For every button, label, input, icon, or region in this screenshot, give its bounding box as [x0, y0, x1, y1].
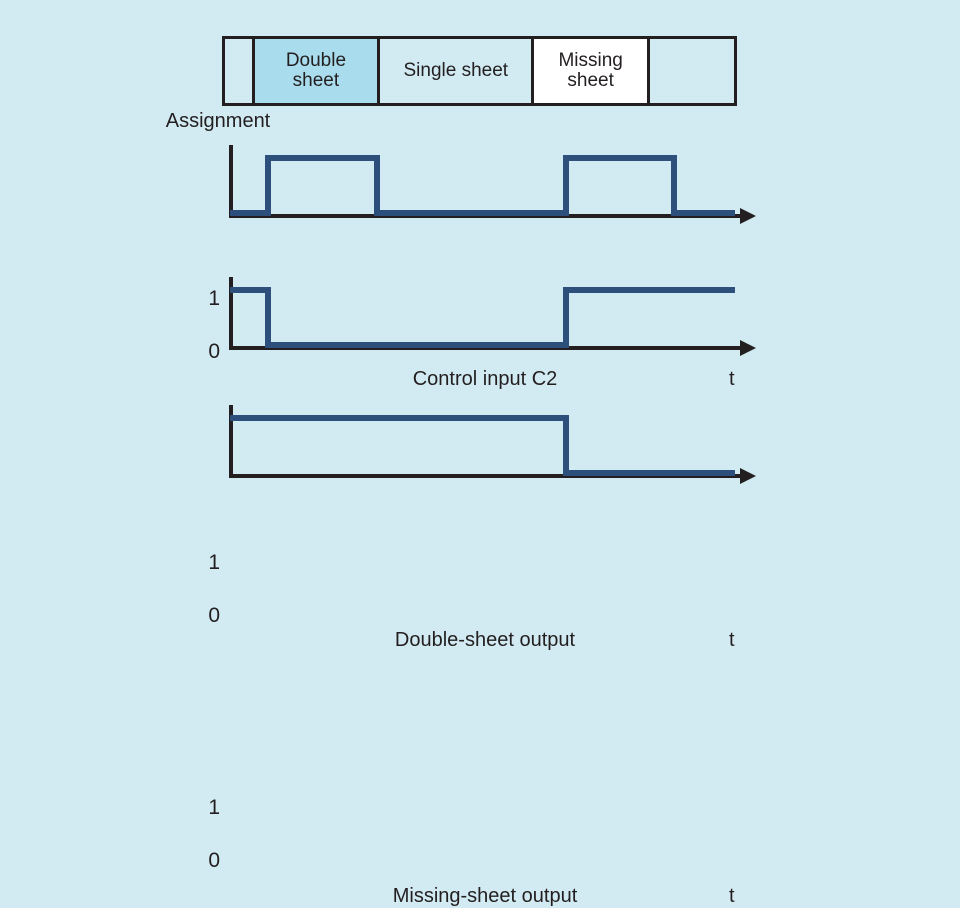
waveform-plot-missing-sheet-output [229, 405, 756, 484]
assignment-cell-double-sheet: Double sheet [254, 39, 381, 103]
waveform-plot-control-input-c2 [229, 145, 756, 224]
signal-trace [230, 287, 735, 348]
x-axis-arrow-icon [740, 340, 756, 356]
x-axis-label: t [729, 368, 735, 390]
waveform-missing-sheet-output: 1 0 Missing-sheet output t [0, 400, 960, 907]
x-axis-label: t [729, 885, 735, 907]
y-tick-label-high: 1 [208, 287, 220, 310]
waveform-plot-double-sheet-output [229, 277, 756, 356]
waveform-caption: Double-sheet output [394, 629, 576, 651]
assignment-caption: Assignment [165, 110, 271, 132]
signal-trace [230, 415, 735, 476]
waveform-double-sheet-output: 1 0 Double-sheet output t [0, 272, 960, 651]
signal-trace [230, 155, 735, 216]
assignment-cell-single-sheet: Single sheet [380, 39, 535, 103]
x-axis-label: t [729, 629, 735, 651]
assignment-cell-empty-right [650, 39, 734, 103]
timing-diagram: Double sheet Single sheet Missing sheet … [0, 36, 960, 907]
y-tick-label-low: 0 [208, 340, 220, 363]
y-tick-label-low: 0 [208, 604, 220, 627]
waveform-control-input-c2: 1 0 Control input C2 t [0, 140, 960, 390]
y-tick-label-high: 1 [208, 796, 220, 819]
waveform-caption: Missing-sheet output [392, 885, 578, 907]
y-tick-label-low: 0 [208, 849, 220, 872]
x-axis-arrow-icon [740, 208, 756, 224]
x-axis-arrow-icon [740, 468, 756, 484]
assignment-cell-missing-sheet: Missing sheet [534, 39, 650, 103]
assignment-cell-empty-left [225, 39, 255, 103]
waveform-caption: Control input C2 [412, 368, 558, 390]
y-tick-label-high: 1 [208, 551, 220, 574]
assignment-band: Double sheet Single sheet Missing sheet [222, 36, 737, 106]
